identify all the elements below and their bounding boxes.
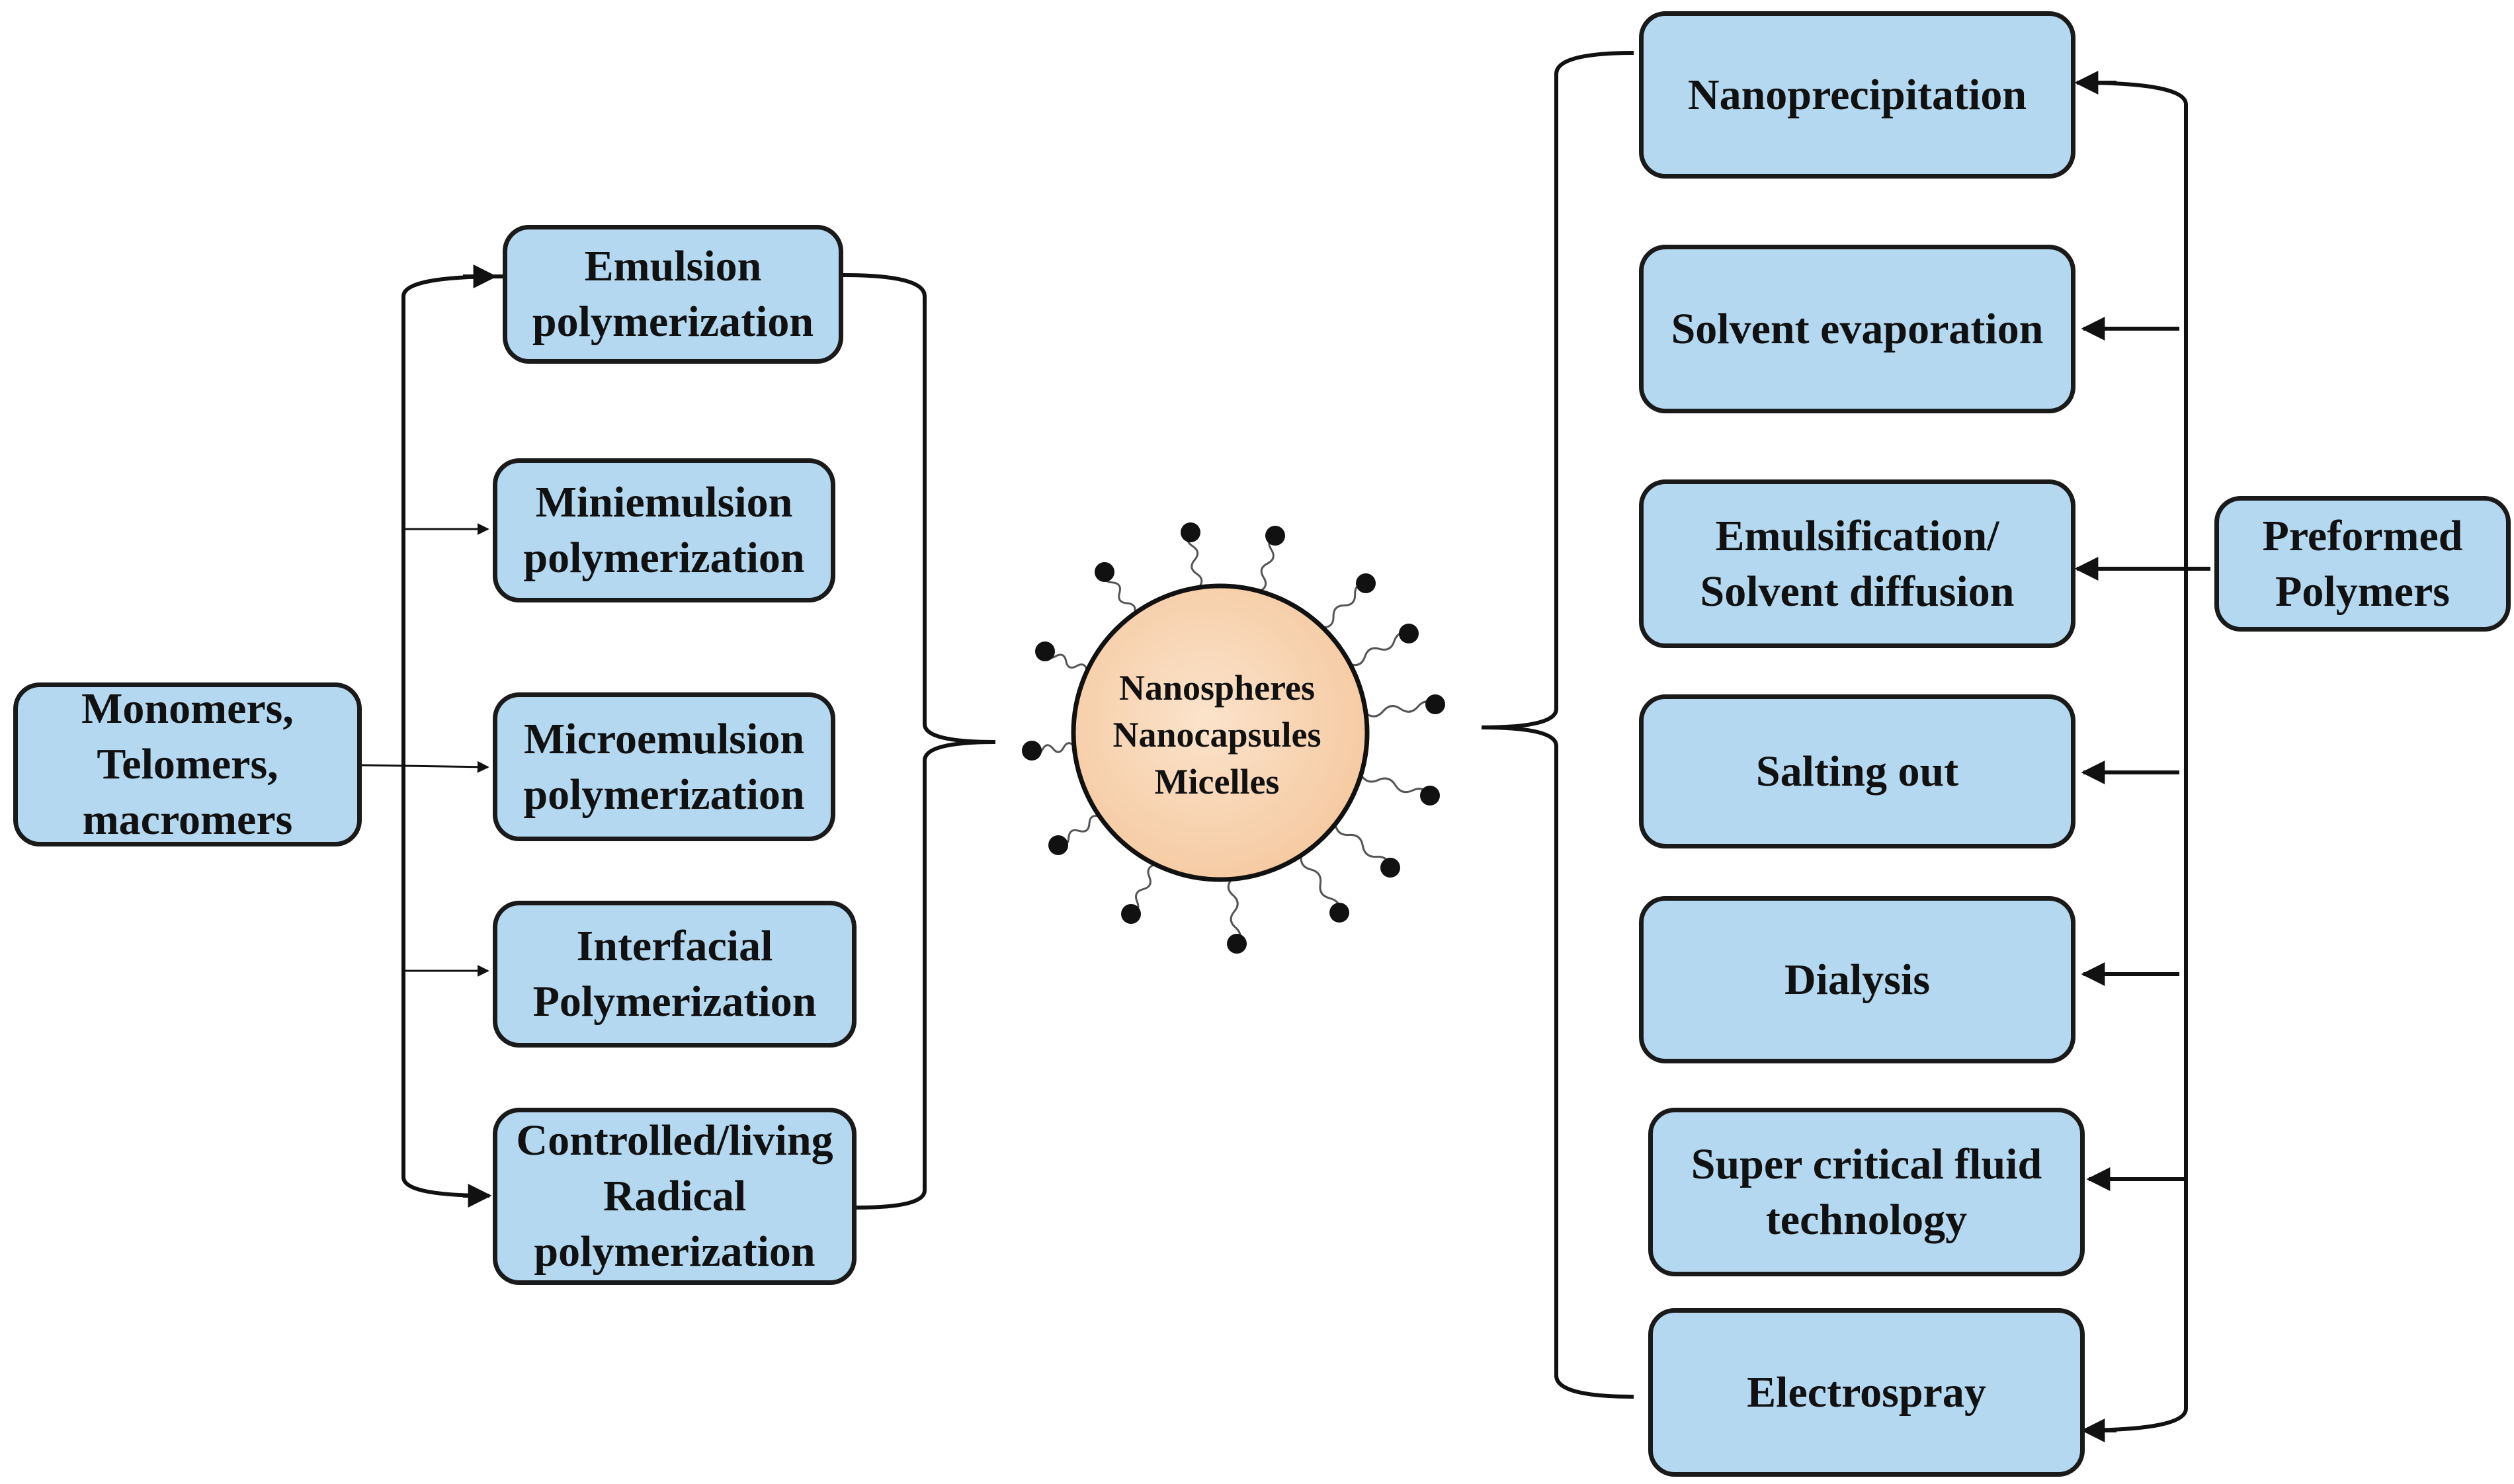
- surfactant-tail: [1227, 878, 1241, 944]
- label-line: Preformed: [2262, 511, 2463, 560]
- label-line: Emulsification/: [1715, 511, 1999, 560]
- surfactant-head-dot: [1380, 858, 1400, 878]
- surfactant-head-dot: [1227, 934, 1247, 954]
- label-line: Polymerization: [532, 977, 817, 1026]
- surfactant-head-dot: [1265, 526, 1285, 546]
- label-line: Radical: [603, 1172, 747, 1220]
- salting-out-box: Salting out: [1639, 694, 2075, 848]
- surfactant-head-dot: [1121, 904, 1141, 924]
- left-connectors: [360, 265, 503, 1208]
- label-line: Polymers: [2275, 567, 2450, 616]
- label-line: polymerization: [534, 1227, 816, 1276]
- label-line: Nanoprecipitation: [1687, 70, 2027, 119]
- supercritical-fluid-technology-box: Super critical fluid technology: [1648, 1108, 2085, 1276]
- label-line: Micelles: [1154, 762, 1280, 802]
- nanoprecipitation-box: Nanoprecipitation: [1639, 11, 2075, 179]
- surfactant-head-dot: [1181, 522, 1200, 542]
- label-line: technology: [1765, 1195, 1968, 1244]
- label-line: Salting out: [1755, 747, 1959, 796]
- emulsification-solvent-diffusion-box: Emulsification/Solvent diffusion: [1639, 479, 2075, 648]
- label-line: Dialysis: [1784, 955, 1931, 1004]
- left-bracket: [843, 273, 996, 1210]
- label-line: Interfacial: [576, 922, 773, 970]
- right-bracket: [1481, 51, 1634, 1399]
- right-connectors: [2074, 71, 2210, 1442]
- label-line: Super critical fluid: [1691, 1139, 2042, 1188]
- surfactant-tail: [1322, 582, 1366, 629]
- arrow-to-microemulsion: [360, 761, 489, 773]
- label-line: polymerization: [523, 770, 805, 819]
- surfactant-head-dot: [1095, 562, 1114, 582]
- surfactant-tail: [1130, 863, 1156, 915]
- label-line: Solvent evaporation: [1671, 304, 2044, 353]
- surfactant-head-dot: [1399, 624, 1419, 643]
- surfactant-tail: [1350, 632, 1409, 667]
- left-trunk: [401, 274, 503, 1198]
- label-line: Microemulsion: [523, 714, 805, 763]
- label-line: Nanospheres: [1118, 668, 1316, 708]
- label-line: polymerization: [523, 534, 805, 582]
- label-line: Emulsion: [584, 242, 762, 290]
- label-line: Miniemulsion: [535, 478, 793, 526]
- label-line: Controlled/living: [516, 1116, 833, 1165]
- surfactant-tail: [1187, 532, 1203, 589]
- surfactant-head-dot: [1048, 835, 1068, 855]
- label-line: macromers: [82, 796, 293, 844]
- monomers-telomers-macromers-box: Monomers, Telomers, macromers: [13, 682, 362, 846]
- surfactant-tail: [1360, 774, 1431, 796]
- label-line: Solvent diffusion: [1700, 567, 2015, 616]
- emulsion-polymerization-box: Emulsion polymerization: [503, 225, 843, 364]
- label-line: Monomers,: [81, 684, 294, 733]
- solvent-evaporation-box: Solvent evaporation: [1639, 245, 2075, 413]
- surfactant-tail: [1334, 823, 1392, 868]
- label-line: Electrospray: [1747, 1368, 1986, 1417]
- surfactant-head-dot: [1425, 694, 1445, 714]
- surfactant-tail: [1365, 700, 1436, 718]
- particle-tails: [1022, 522, 1445, 954]
- surfactant-head-dot: [1329, 903, 1349, 923]
- electrospray-box: Electrospray: [1648, 1308, 2085, 1477]
- dialysis-box: Dialysis: [1639, 896, 2075, 1063]
- microemulsion-polymerization-box: Microemulsion polymerization: [493, 692, 835, 841]
- surfactant-tail: [1300, 854, 1341, 913]
- label-line: Telomers,: [97, 740, 278, 788]
- surfactant-head-dot: [1420, 786, 1440, 805]
- surfactant-head-dot: [1022, 741, 1042, 761]
- surfactant-head-dot: [1356, 573, 1376, 593]
- surfactant-head-dot: [1035, 641, 1055, 661]
- label-line: Nanocapsules: [1112, 715, 1321, 755]
- miniemulsion-polymerization-box: Miniemulsion polymerization: [493, 458, 835, 602]
- surfactant-tail: [1259, 534, 1276, 593]
- right-trunk: [2076, 81, 2188, 1432]
- label-line: polymerization: [532, 298, 814, 346]
- nanoparticle-core: [1071, 583, 1370, 882]
